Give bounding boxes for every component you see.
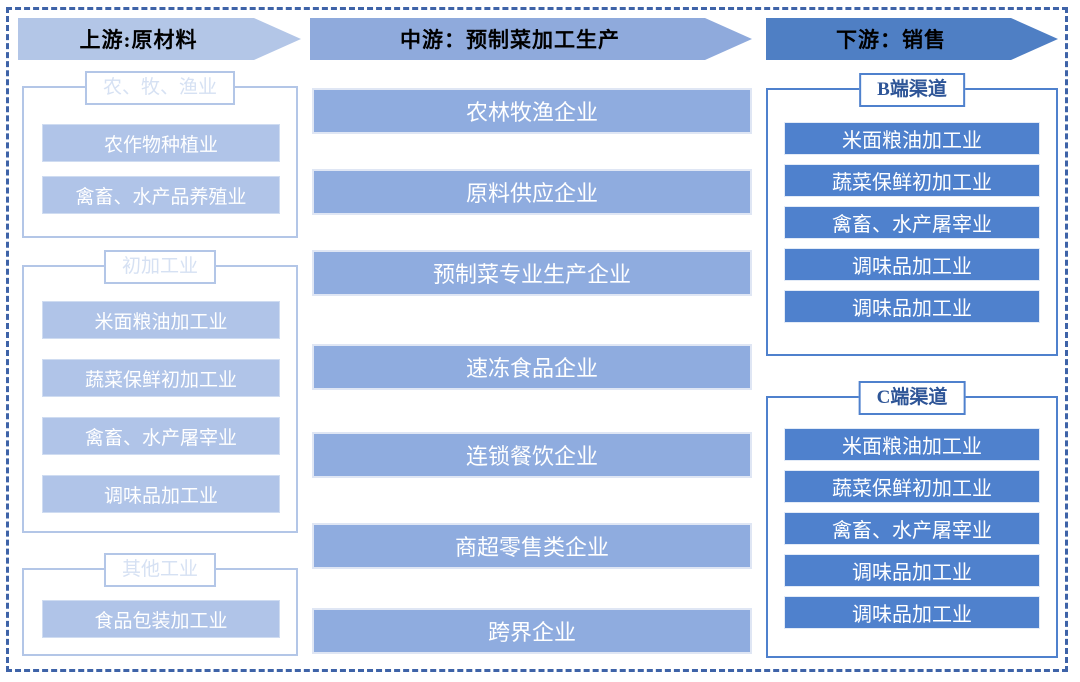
upstream-header-arrow: 上游:原材料 bbox=[18, 18, 301, 60]
list-item[interactable]: 农林牧渔企业 bbox=[312, 88, 752, 134]
list-item[interactable]: 调味品加工业 bbox=[784, 290, 1040, 323]
upstream-group-farming-label: 农、牧、渔业 bbox=[84, 71, 236, 105]
upstream-group-farming: 农、牧、渔业 农作物种植业 禽畜、水产品养殖业 bbox=[22, 71, 298, 238]
upstream-group-other-industry: 其他工业 食品包装加工业 bbox=[22, 553, 298, 656]
upstream-group-primary-processing: 初加工业 米面粮油加工业 蔬菜保鲜初加工业 禽畜、水产屠宰业 调味品加工业 bbox=[22, 250, 298, 533]
list-item[interactable]: 米面粮油加工业 bbox=[784, 428, 1040, 461]
list-item[interactable]: 调味品加工业 bbox=[784, 596, 1040, 629]
midstream-header-arrow: 中游：预制菜加工生产 bbox=[310, 18, 752, 60]
list-item[interactable]: 跨界企业 bbox=[312, 608, 752, 654]
list-item[interactable]: 蔬菜保鲜初加工业 bbox=[42, 359, 280, 397]
list-item[interactable]: 米面粮油加工业 bbox=[42, 301, 280, 339]
list-item[interactable]: 蔬菜保鲜初加工业 bbox=[784, 164, 1040, 197]
list-item[interactable]: 蔬菜保鲜初加工业 bbox=[784, 470, 1040, 503]
list-item[interactable]: 食品包装加工业 bbox=[42, 600, 280, 638]
upstream-group-other-industry-label: 其他工业 bbox=[103, 553, 217, 587]
downstream-header-label: 下游：销售 bbox=[836, 28, 946, 52]
list-item[interactable]: 禽畜、水产屠宰业 bbox=[42, 417, 280, 455]
downstream-group-c-channel: C端渠道 米面粮油加工业 蔬菜保鲜初加工业 禽畜、水产屠宰业 调味品加工业 调味… bbox=[766, 381, 1058, 658]
list-item[interactable]: 农作物种植业 bbox=[42, 124, 280, 162]
downstream-group-b-channel-label: B端渠道 bbox=[859, 73, 965, 107]
list-item[interactable]: 禽畜、水产品养殖业 bbox=[42, 176, 280, 214]
list-item[interactable]: 调味品加工业 bbox=[784, 554, 1040, 587]
list-item[interactable]: 禽畜、水产屠宰业 bbox=[784, 512, 1040, 545]
list-item[interactable]: 调味品加工业 bbox=[784, 248, 1040, 281]
list-item[interactable]: 速冻食品企业 bbox=[312, 344, 752, 390]
downstream-group-b-channel: B端渠道 米面粮油加工业 蔬菜保鲜初加工业 禽畜、水产屠宰业 调味品加工业 调味… bbox=[766, 73, 1058, 356]
list-item[interactable]: 原料供应企业 bbox=[312, 169, 752, 215]
diagram-outer-frame bbox=[6, 7, 1068, 672]
list-item[interactable]: 调味品加工业 bbox=[42, 475, 280, 513]
list-item[interactable]: 禽畜、水产屠宰业 bbox=[784, 206, 1040, 239]
downstream-header-arrow: 下游：销售 bbox=[766, 18, 1058, 60]
downstream-group-c-channel-label: C端渠道 bbox=[858, 381, 966, 415]
list-item[interactable]: 商超零售类企业 bbox=[312, 523, 752, 569]
upstream-group-primary-processing-label: 初加工业 bbox=[103, 250, 217, 284]
midstream-header-label: 中游：预制菜加工生产 bbox=[400, 28, 620, 52]
upstream-header-label: 上游:原材料 bbox=[79, 28, 198, 52]
list-item[interactable]: 预制菜专业生产企业 bbox=[312, 250, 752, 296]
list-item[interactable]: 连锁餐饮企业 bbox=[312, 432, 752, 478]
list-item[interactable]: 米面粮油加工业 bbox=[784, 122, 1040, 155]
